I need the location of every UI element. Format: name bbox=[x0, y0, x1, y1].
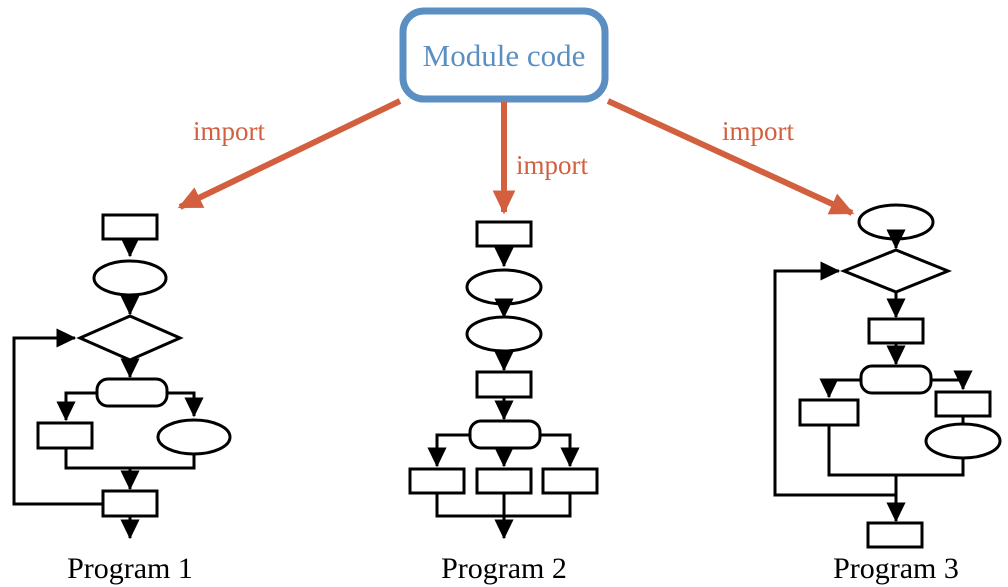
p2-node-3-ellipse bbox=[465, 315, 543, 353]
p1-loop-back bbox=[12, 328, 103, 506]
p3-merge-left bbox=[827, 425, 896, 477]
import-edge-program-3 bbox=[606, 98, 855, 216]
p1-node-4-rounded-rect bbox=[95, 377, 169, 408]
import-label-program-3: import bbox=[722, 116, 794, 146]
program-3-flowchart bbox=[773, 203, 1002, 549]
program-1-flowchart bbox=[12, 213, 232, 540]
p3-branch-left bbox=[819, 378, 861, 399]
p2-node-1-rect bbox=[475, 220, 533, 248]
program-1-label: Program 1 bbox=[67, 552, 193, 585]
p1-node-1-rect bbox=[101, 213, 159, 241]
p3-loop-back bbox=[773, 261, 896, 497]
p2-merge-right bbox=[504, 493, 572, 518]
p1-node-6-ellipse bbox=[156, 418, 232, 456]
p2-node-8-rect bbox=[541, 467, 599, 495]
import-label-program-2: import bbox=[516, 150, 588, 180]
p1-node-3-diamond bbox=[76, 314, 184, 362]
p1-branch-left bbox=[56, 391, 97, 422]
p3-node-3-rect bbox=[867, 317, 925, 345]
import-edge-program-1 bbox=[177, 98, 402, 210]
p2-merge-left bbox=[435, 493, 504, 518]
p1-merge-left bbox=[64, 448, 130, 470]
p1-node-7-rect bbox=[101, 489, 159, 518]
p3-node-6-rect bbox=[934, 390, 992, 418]
p2-node-2-ellipse bbox=[465, 268, 543, 306]
p2-node-7-rect bbox=[475, 467, 533, 495]
p2-node-4-rect bbox=[475, 370, 533, 399]
module-code-label: Module code bbox=[423, 38, 586, 73]
p3-branch-right bbox=[931, 370, 973, 391]
p3-node-7-ellipse bbox=[924, 422, 1002, 460]
p3-node-2-diamond bbox=[839, 248, 953, 294]
p3-node-8-rect bbox=[866, 521, 924, 549]
p2-node-5-rounded-rect bbox=[468, 419, 542, 450]
p1-node-5-rect bbox=[36, 421, 94, 450]
p3-node-5-rect bbox=[798, 398, 860, 427]
import-label-program-1: import bbox=[193, 116, 265, 146]
program-2-label: Program 2 bbox=[441, 552, 567, 585]
p2-branch-right bbox=[540, 433, 580, 468]
p3-node-1-ellipse bbox=[857, 203, 935, 241]
p2-branch-left bbox=[427, 433, 470, 468]
p1-node-2-ellipse bbox=[92, 259, 168, 297]
module-code-node bbox=[399, 7, 609, 103]
p1-merge-right bbox=[130, 454, 196, 470]
p3-node-4-rounded-rect bbox=[859, 364, 933, 395]
p3-merge-right bbox=[896, 458, 965, 477]
p1-branch-right bbox=[167, 391, 204, 418]
p2-node-6-rect bbox=[408, 467, 466, 495]
program-3-label: Program 3 bbox=[833, 552, 959, 585]
program-2-flowchart bbox=[408, 220, 599, 540]
